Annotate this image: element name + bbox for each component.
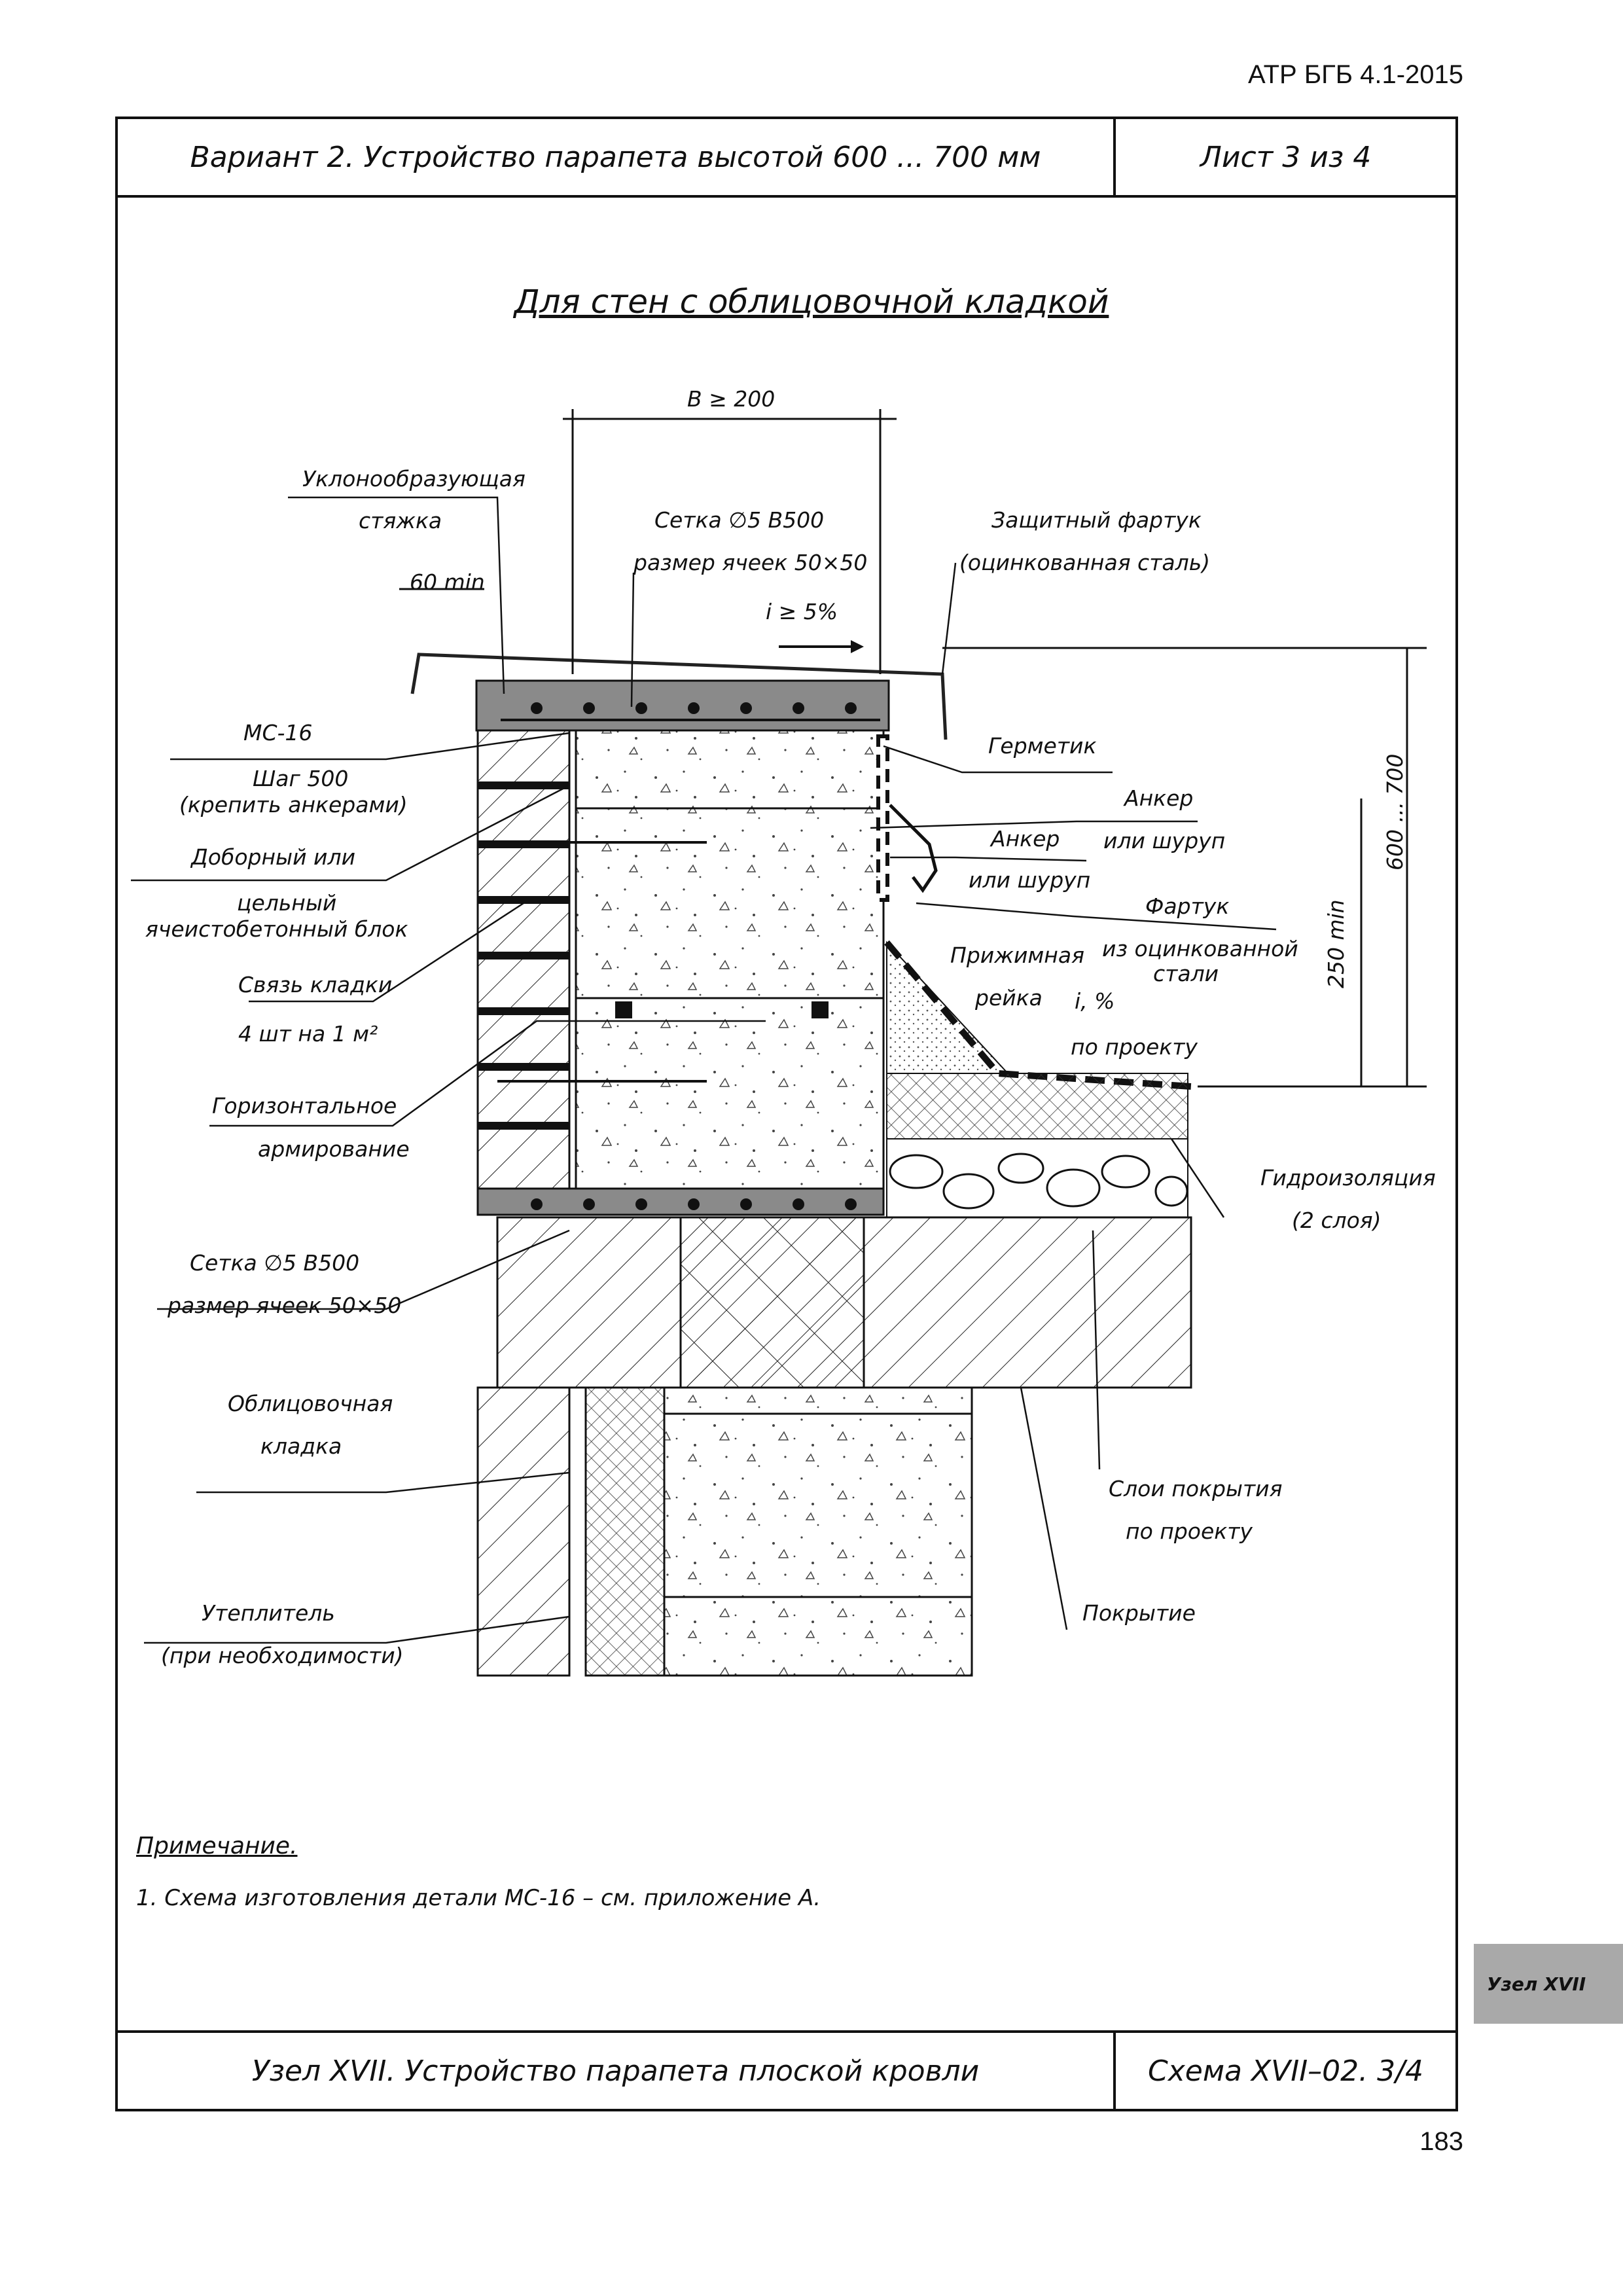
brick-joints-upper [478, 781, 569, 1130]
facing-brick-lower [476, 1386, 571, 1677]
note-text: 1. Схема изготовления детали МС-16 – см.… [136, 1885, 821, 1911]
document-code: АТР БГБ 4.1-2015 [1248, 60, 1463, 89]
drawing-frame: Вариант 2. Устройство парапета высотой 6… [115, 117, 1458, 2111]
side-tab[interactable]: Узел XVII [1474, 1944, 1623, 2024]
waterproof-vertical [876, 734, 889, 902]
roof-insulation [886, 1073, 1188, 1139]
fillet [886, 941, 1010, 1074]
leader-lines [131, 496, 1277, 1644]
variant-title: Вариант 2. Устройство парапета высотой 6… [118, 119, 1116, 195]
sheet-number: Лист 3 из 4 [1200, 140, 1372, 174]
page-number: 183 [1419, 2127, 1463, 2156]
note-title: Примечание. [136, 1833, 298, 1859]
title-header: Вариант 2. Устройство парапета высотой 6… [118, 119, 1455, 198]
node-title: Узел XVII. Устройство парапета плоской к… [118, 2033, 1116, 2109]
title-footer: Узел XVII. Устройство парапета плоской к… [118, 2030, 1455, 2109]
scheme-number: Схема XVII–02. 3/4 [1148, 2054, 1423, 2088]
top-mesh-rods [531, 702, 857, 714]
reinforcement-b [812, 1001, 829, 1018]
dimension-lines [399, 409, 1427, 1088]
reinforcement-a [615, 1001, 632, 1018]
insulation [584, 1386, 666, 1677]
lower-block [663, 1386, 973, 1677]
masonry-ties [497, 841, 707, 1083]
steel-flashing [889, 804, 938, 893]
protective-apron [410, 653, 948, 740]
section-title: Для стен с облицовочной кладкой [514, 283, 1109, 321]
aerated-block [575, 729, 885, 1190]
